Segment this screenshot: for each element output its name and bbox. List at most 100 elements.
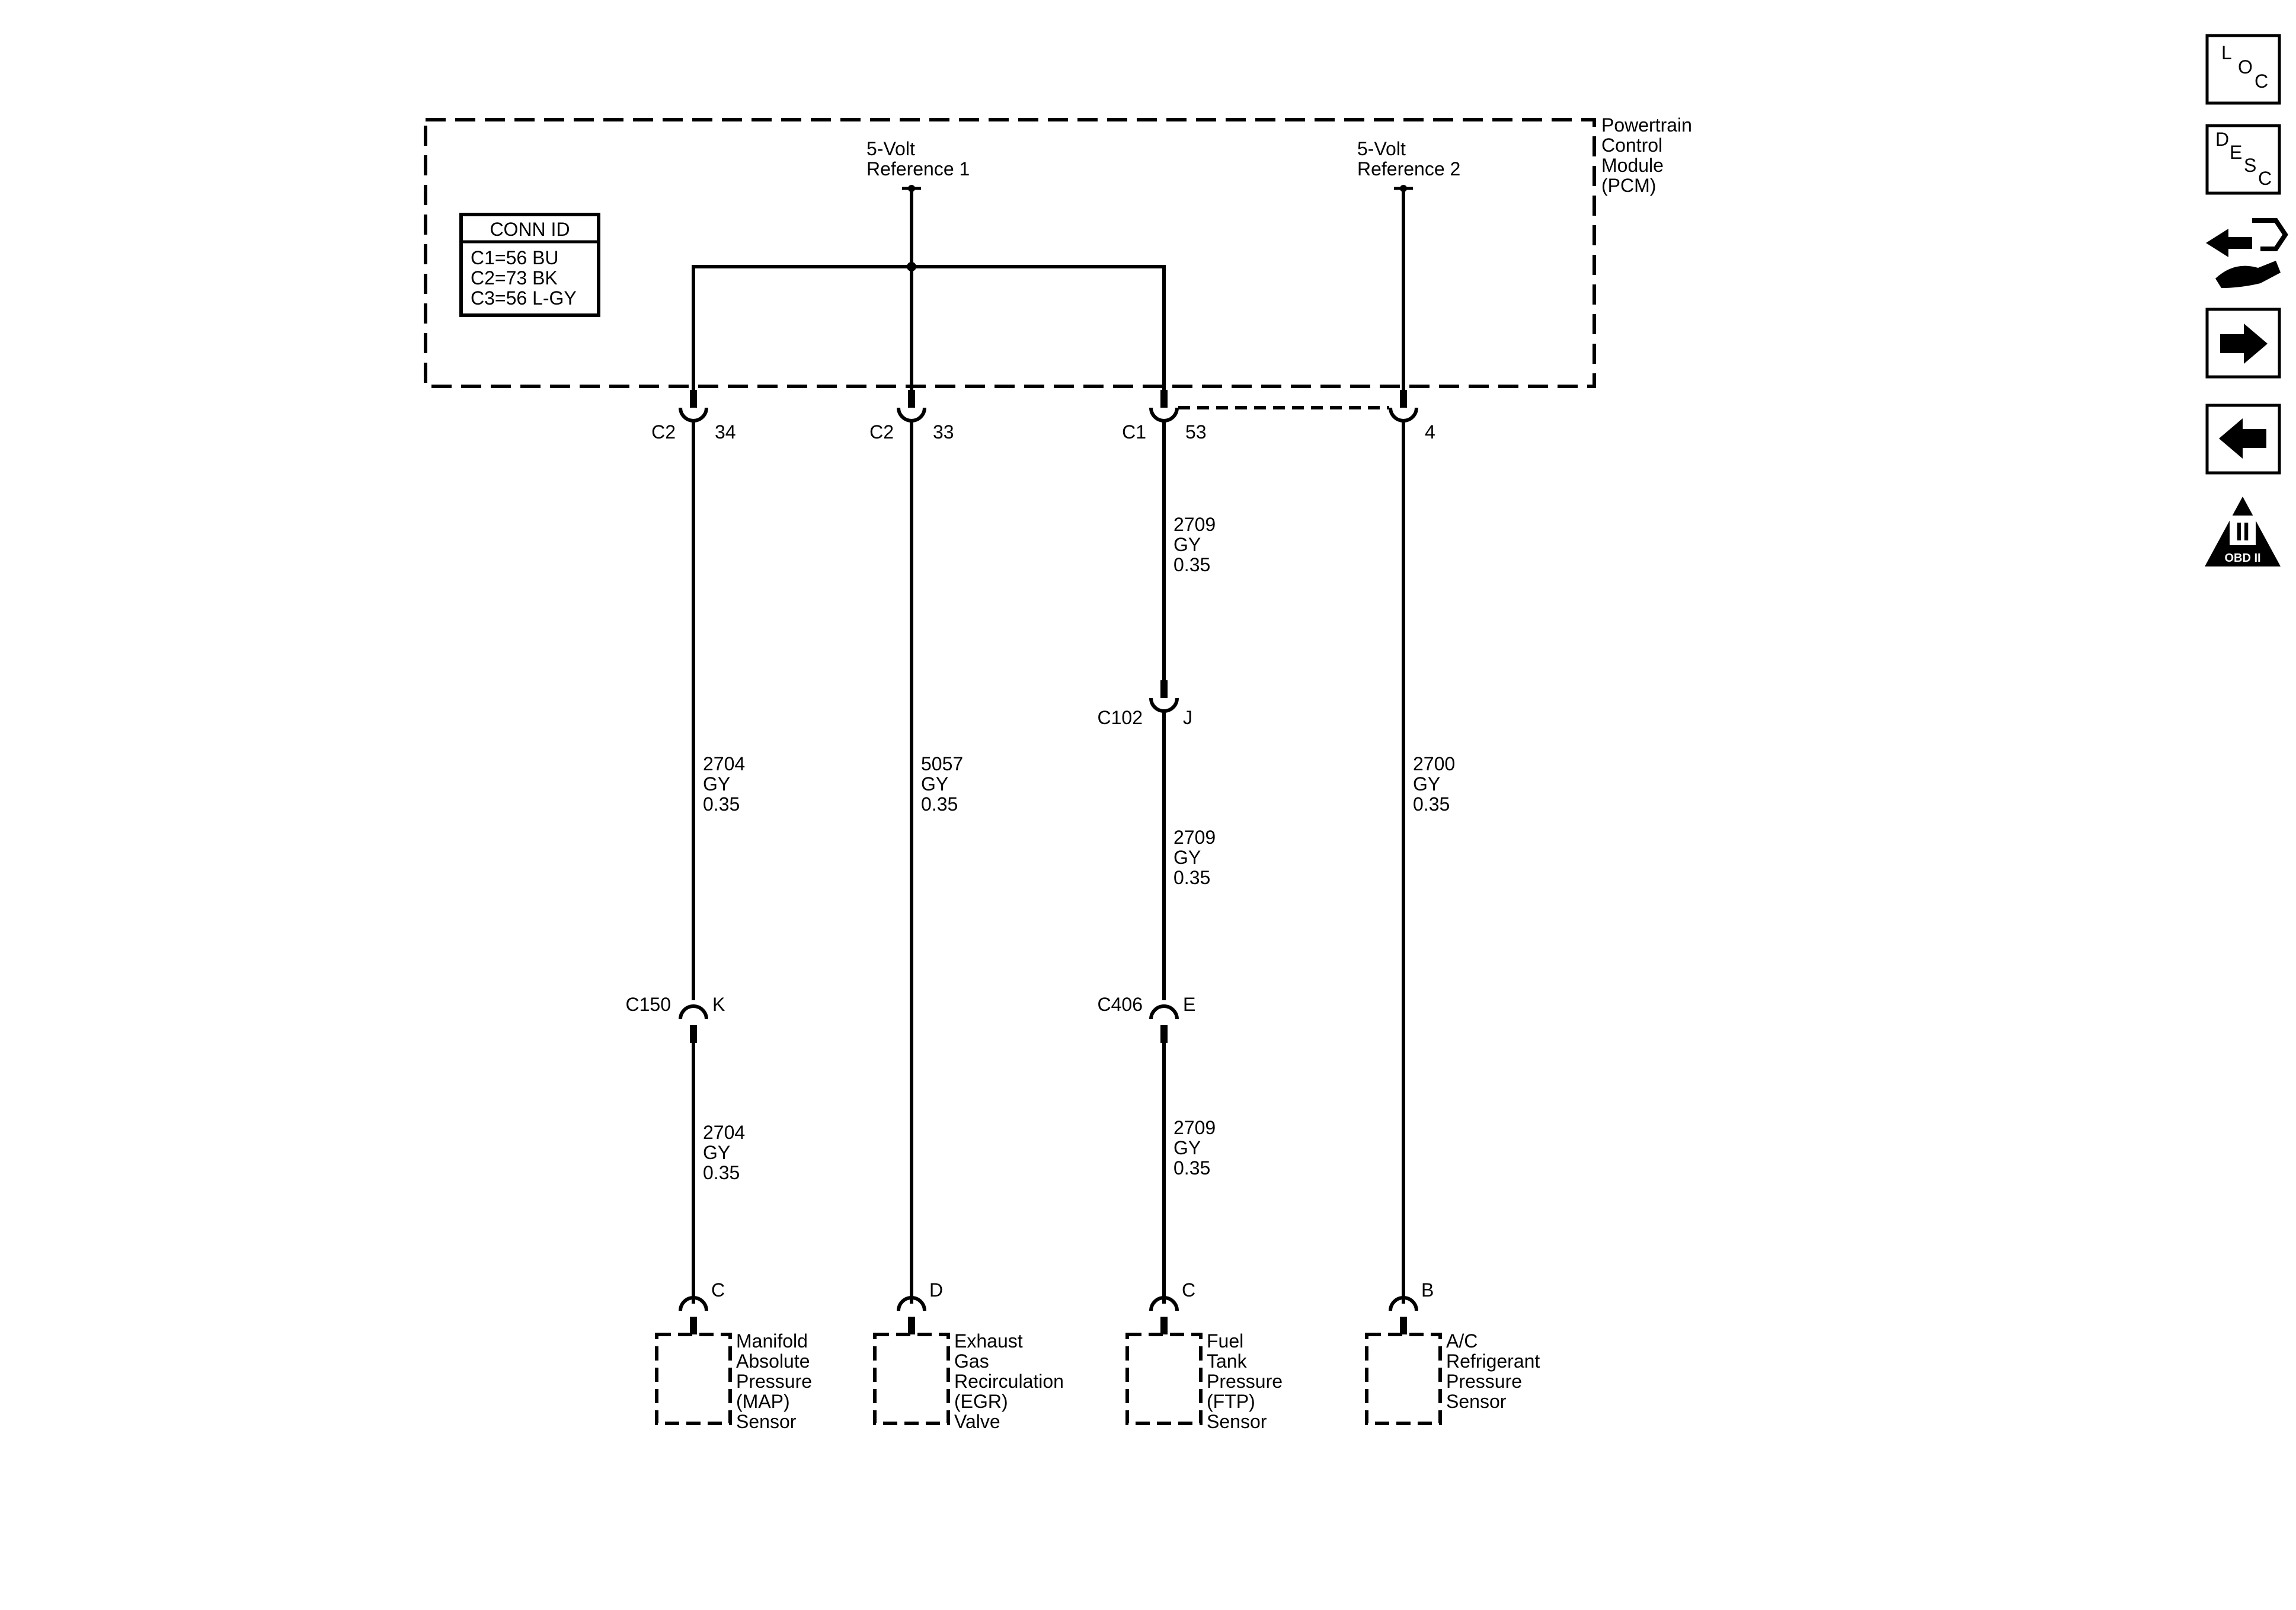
svg-text:Pressure: Pressure <box>1446 1371 1522 1392</box>
svg-text:4: 4 <box>1425 421 1435 443</box>
diagnostic-connector-icon[interactable] <box>2206 218 2288 288</box>
svg-text:5057: 5057 <box>921 753 963 774</box>
reference-1-splice <box>692 188 1166 390</box>
svg-text:Control: Control <box>1601 135 1662 156</box>
svg-text:Reference 1: Reference 1 <box>866 158 970 180</box>
svg-text:Exhaust: Exhaust <box>954 1330 1023 1352</box>
svg-text:C2=73 BK: C2=73 BK <box>471 267 558 289</box>
svg-text:C: C <box>711 1279 725 1301</box>
svg-text:C: C <box>2258 168 2272 189</box>
svg-text:B: B <box>1421 1279 1434 1301</box>
svg-text:C2: C2 <box>869 421 894 443</box>
reference-1-label: 5-Volt Reference 1 <box>866 138 970 180</box>
svg-text:(PCM): (PCM) <box>1601 175 1656 196</box>
svg-text:2704: 2704 <box>703 1122 745 1143</box>
egr-valve: D Exhaust Gas Recirculation (EGR) Valve <box>873 1279 1064 1432</box>
svg-text:Sensor: Sensor <box>1207 1411 1267 1432</box>
desc-icon[interactable]: D E S C <box>2205 124 2281 195</box>
pcm-module-outline <box>424 118 1596 388</box>
map-circuit: 2704 GY 0.35 C150 K 2704 GY 0.35 <box>626 421 745 1304</box>
wire-label-5057: 5057 GY 0.35 <box>921 753 963 815</box>
svg-text:Gas: Gas <box>954 1350 989 1372</box>
svg-text:GY: GY <box>703 1142 730 1163</box>
svg-text:GY: GY <box>921 773 948 795</box>
wire-label-2709-mid: 2709 GY 0.35 <box>1173 827 1216 888</box>
svg-text:Fuel: Fuel <box>1207 1330 1243 1352</box>
svg-text:Sensor: Sensor <box>736 1411 797 1432</box>
reference-2-label: 5-Volt Reference 2 <box>1357 138 1460 180</box>
svg-text:E: E <box>2230 142 2242 163</box>
connector-c102: C102 J <box>1098 680 1192 728</box>
svg-text:5-Volt: 5-Volt <box>866 138 915 159</box>
svg-text:33: 33 <box>933 421 954 443</box>
wire-label-2709-top: 2709 GY 0.35 <box>1173 514 1216 575</box>
obd-ii-icon[interactable]: II OBD II <box>2205 497 2281 566</box>
svg-text:S: S <box>2244 155 2256 176</box>
loc-icon[interactable]: L O C <box>2205 34 2281 105</box>
wire-label-2704-upper: 2704 GY 0.35 <box>703 753 745 815</box>
svg-text:Sensor: Sensor <box>1446 1391 1507 1412</box>
svg-text:0.35: 0.35 <box>703 1162 740 1183</box>
svg-text:Recirculation: Recirculation <box>954 1371 1064 1392</box>
svg-text:0.35: 0.35 <box>1173 1157 1210 1179</box>
svg-text:J: J <box>1183 707 1192 728</box>
svg-text:Tank: Tank <box>1207 1350 1248 1372</box>
svg-text:Manifold: Manifold <box>736 1330 808 1352</box>
svg-text:2709: 2709 <box>1173 1117 1216 1138</box>
ftp-circuit: 2709 GY 0.35 C102 J 2709 GY 0.35 C406 E … <box>1098 421 1216 1304</box>
svg-text:Pressure: Pressure <box>1207 1371 1283 1392</box>
svg-text:0.35: 0.35 <box>1173 867 1210 888</box>
svg-text:C406: C406 <box>1098 994 1143 1015</box>
svg-text:GY: GY <box>1173 847 1201 868</box>
svg-text:(FTP): (FTP) <box>1207 1391 1255 1412</box>
svg-text:0.35: 0.35 <box>703 793 740 815</box>
svg-text:0.35: 0.35 <box>921 793 958 815</box>
svg-text:C1=56 BU: C1=56 BU <box>471 247 559 268</box>
pcm-pin-c2-34: C2 34 <box>651 390 736 443</box>
next-arrow-icon[interactable] <box>2205 308 2281 379</box>
svg-text:C2: C2 <box>651 421 676 443</box>
svg-text:D: D <box>2215 129 2229 150</box>
svg-text:C1: C1 <box>1122 421 1146 443</box>
svg-text:5-Volt: 5-Volt <box>1357 138 1406 159</box>
wire-label-2700: 2700 GY 0.35 <box>1413 753 1455 815</box>
svg-text:Refrigerant: Refrigerant <box>1446 1350 1540 1372</box>
svg-text:2704: 2704 <box>703 753 745 774</box>
svg-text:Valve: Valve <box>954 1411 1000 1432</box>
egr-circuit: 5057 GY 0.35 <box>910 421 963 1304</box>
svg-text:II: II <box>2236 517 2250 546</box>
pcm-pin-c1-53: C1 53 <box>1122 390 1207 443</box>
svg-text:GY: GY <box>703 773 730 795</box>
ac-refrigerant-pressure-sensor: B A/C Refrigerant Pressure Sensor <box>1365 1279 1540 1425</box>
svg-text:C: C <box>1182 1279 1195 1301</box>
previous-arrow-icon[interactable] <box>2205 404 2281 475</box>
svg-text:GY: GY <box>1173 534 1201 555</box>
connector-c406: C406 E <box>1098 994 1195 1043</box>
svg-text:(MAP): (MAP) <box>736 1391 790 1412</box>
svg-text:A/C: A/C <box>1446 1330 1478 1352</box>
conn-id-box: CONN ID C1=56 BU C2=73 BK C3=56 L-GY <box>459 213 600 317</box>
svg-text:E: E <box>1183 994 1195 1015</box>
pcm-pin-c2-33: C2 33 <box>869 390 954 443</box>
wire-label-2709-bottom: 2709 GY 0.35 <box>1173 1117 1216 1179</box>
svg-text:C: C <box>2255 71 2268 92</box>
wire-label-2704-lower: 2704 GY 0.35 <box>703 1122 745 1183</box>
svg-text:2709: 2709 <box>1173 514 1216 535</box>
svg-text:Pressure: Pressure <box>736 1371 812 1392</box>
ftp-sensor: C Fuel Tank Pressure (FTP) Sensor <box>1125 1279 1283 1432</box>
conn-id-title: CONN ID <box>490 219 570 240</box>
svg-text:Powertrain: Powertrain <box>1601 114 1692 136</box>
pcm-pin-4: 4 <box>1389 390 1435 443</box>
svg-text:Module: Module <box>1601 155 1664 176</box>
svg-text:GY: GY <box>1413 773 1440 795</box>
svg-text:L: L <box>2221 42 2232 63</box>
pcm-module-label: Powertrain Control Module (PCM) <box>1601 114 1692 196</box>
ac-circuit: 2700 GY 0.35 <box>1402 421 1455 1304</box>
connector-c150: C150 K <box>626 994 725 1043</box>
svg-text:53: 53 <box>1185 421 1207 443</box>
svg-text:C150: C150 <box>626 994 671 1015</box>
svg-text:C3=56 L-GY: C3=56 L-GY <box>471 287 577 309</box>
svg-text:C102: C102 <box>1098 707 1143 728</box>
svg-text:O: O <box>2238 56 2253 78</box>
